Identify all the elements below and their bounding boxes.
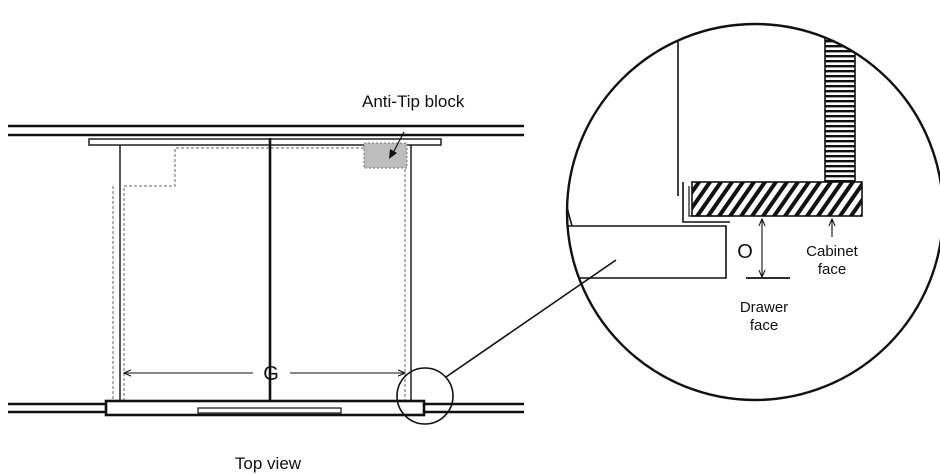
anti-tip-leader-arrow <box>389 149 397 159</box>
drawer-face-label-line1: Drawer <box>740 299 788 316</box>
detail-connector <box>445 259 617 378</box>
rear-cabinet-rail <box>8 124 524 137</box>
detail-cabinet-face-rail <box>691 181 863 217</box>
top-view-drawing <box>8 124 617 425</box>
drawer-handle <box>197 407 342 414</box>
offset-label: O <box>737 241 753 263</box>
cabinet-face-label-line1: Cabinet <box>806 243 859 260</box>
drawer-face-label-line2: face <box>750 317 778 334</box>
top-view-label: Top view <box>235 454 302 473</box>
detail-l-bracket <box>682 182 730 223</box>
rear-mounting-plate <box>88 138 442 146</box>
cabinet-face-label-line2: face <box>818 261 846 278</box>
detail-callout-circle <box>396 367 454 425</box>
anti-tip-block <box>363 142 408 169</box>
detail-view <box>567 24 863 279</box>
anti-tip-block-label: Anti-Tip block <box>362 92 465 111</box>
gap-label: G <box>263 363 279 385</box>
dashed-drawer-outline <box>112 147 406 401</box>
anti-tip-leader <box>392 131 405 154</box>
detail-drawer-face <box>567 225 727 279</box>
detail-cabinet-side <box>825 24 855 182</box>
detail-view-circle <box>565 22 940 402</box>
